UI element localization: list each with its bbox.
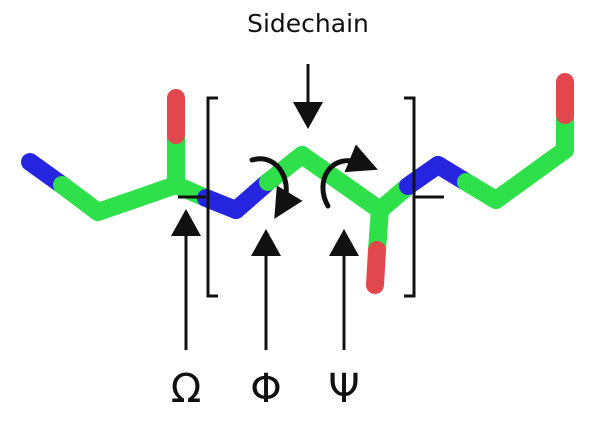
residue-bracket-left [206, 96, 218, 298]
psi-label: Ψ [328, 366, 359, 412]
bond-peptide-right [371, 156, 447, 219]
psi-rotation-arrow-icon [320, 144, 378, 209]
bond-calpha-c-left [89, 176, 185, 221]
phi-rotation-arrow-icon [249, 156, 303, 219]
omega-label: Ω [171, 366, 202, 412]
bond-n-calpha-right [429, 156, 505, 209]
bond-calpha-c-right [487, 141, 574, 209]
peptide-backbone-model [21, 73, 574, 294]
sidechain-label: Sidechain [247, 9, 369, 38]
bond-calpha-c-psi [293, 146, 389, 219]
phi-label: Φ [250, 366, 281, 412]
bond-n-calpha-phi [227, 146, 311, 219]
bond-carbonyl-oxygen-right [366, 201, 389, 294]
bond-n-terminus [21, 153, 107, 221]
